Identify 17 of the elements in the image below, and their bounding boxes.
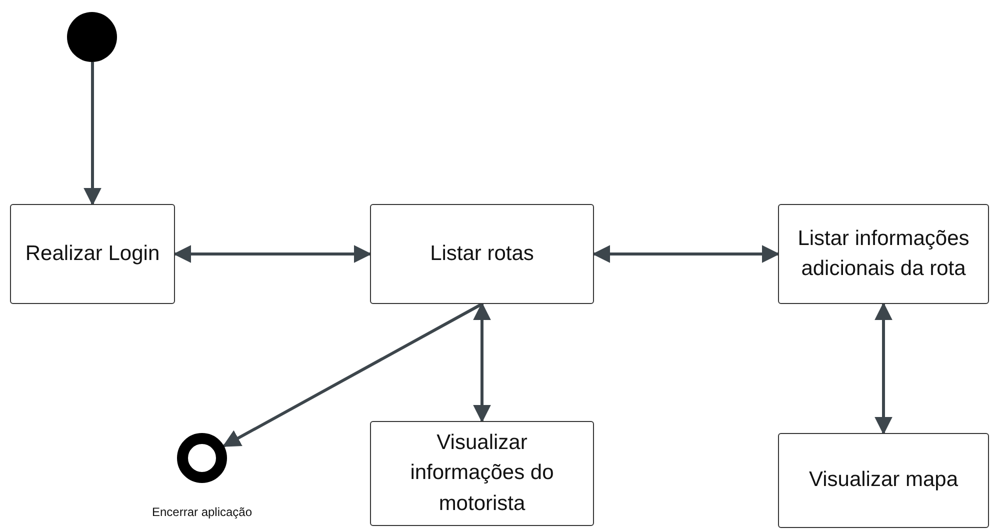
activity-box [370,421,594,526]
arrow [222,302,483,448]
activity-box [10,204,175,304]
activity-box [370,204,594,304]
arrow [592,245,780,263]
activity-box [778,433,989,528]
arrow [173,245,372,263]
arrow [84,62,102,206]
node-caption: Encerrar aplicação [152,504,252,521]
arrow [473,302,491,423]
activity-label: Listar informações adicionais da rota [796,226,970,282]
activity-label: Visualizar informações do motorista [409,430,555,517]
activity-label: Realizar Login [25,240,160,267]
activity-label: Listar rotas [430,240,534,267]
arrow [874,302,892,435]
activity-box [778,204,989,304]
activity-label: Visualizar mapa [808,467,958,494]
